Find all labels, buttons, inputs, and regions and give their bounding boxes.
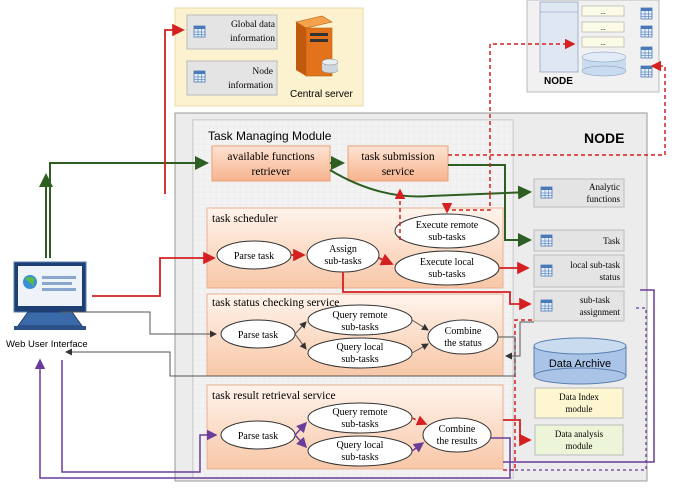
task-table: Task bbox=[533, 229, 625, 252]
local-status-icon bbox=[540, 264, 553, 277]
result-qr-line2: sub-tasks bbox=[341, 419, 378, 430]
task-submission-box bbox=[347, 145, 449, 182]
result-combine bbox=[422, 417, 492, 453]
exec-remote-line2: sub-tasks bbox=[428, 232, 465, 243]
assignment-line1: sub-task bbox=[580, 295, 610, 305]
remote-db-icon bbox=[581, 51, 627, 77]
data-index-line1: Data Index bbox=[559, 392, 599, 402]
task-table-icon bbox=[540, 234, 553, 247]
exec-remote-line1: Execute remote bbox=[416, 220, 479, 231]
remote-node-panel: ... ... ... NODE bbox=[526, 0, 660, 93]
global-data-icon bbox=[193, 25, 206, 38]
task-table-label: Task bbox=[603, 236, 620, 246]
status-qr-line1: Query remote bbox=[332, 310, 388, 321]
data-archive: Data Archive bbox=[533, 337, 627, 385]
remote-table-icon-4 bbox=[640, 65, 653, 78]
data-index-line2: module bbox=[566, 404, 593, 414]
task-submission-line1: task submission bbox=[361, 151, 434, 163]
purple-dashed-connectors bbox=[505, 307, 647, 471]
data-analysis-line1: Data analysis bbox=[555, 429, 604, 439]
purple-connectors bbox=[34, 289, 655, 479]
remote-row-2: ... bbox=[600, 24, 606, 32]
remote-row-1: ... bbox=[600, 8, 606, 16]
scheduler-exec-remote bbox=[394, 213, 500, 249]
node-info-icon bbox=[193, 70, 206, 83]
task-result-title: task result retrieval service bbox=[212, 390, 336, 402]
remote-row-3: ... bbox=[600, 39, 606, 47]
central-server-label: Central server bbox=[290, 89, 353, 100]
node-info-line2: information bbox=[228, 80, 273, 91]
result-combine-line2: the results bbox=[437, 436, 478, 447]
local-status-line1: local sub-task bbox=[570, 260, 620, 270]
local-status-table: local sub-task status bbox=[533, 254, 625, 288]
scheduler-parse-label: Parse task bbox=[234, 251, 274, 262]
status-combine-line1: Combine bbox=[445, 326, 482, 337]
red-dashed-connectors bbox=[394, 38, 666, 471]
available-functions-box bbox=[211, 145, 331, 182]
green-connectors bbox=[39, 156, 532, 258]
node-label: NODE bbox=[584, 130, 624, 146]
analytic-line2: functions bbox=[587, 194, 621, 204]
red-connectors bbox=[92, 23, 532, 447]
result-parse-label: Parse task bbox=[238, 431, 278, 442]
server-icon bbox=[295, 15, 339, 77]
available-functions-line1: available functions bbox=[227, 151, 315, 163]
assignment-icon bbox=[540, 299, 553, 312]
exec-local-line2: sub-tasks bbox=[428, 269, 465, 280]
result-combine-line1: Combine bbox=[439, 424, 476, 435]
result-ql-line2: sub-tasks bbox=[341, 452, 378, 463]
task-scheduler-title: task scheduler bbox=[212, 213, 278, 225]
module-title: Task Managing Module bbox=[208, 129, 332, 143]
node-info-line1: Node bbox=[252, 67, 273, 77]
analytic-line1: Analytic bbox=[589, 182, 620, 192]
local-status-line2: status bbox=[599, 272, 620, 282]
remote-table-icon-1 bbox=[640, 7, 653, 20]
status-parse-label: Parse task bbox=[238, 330, 278, 341]
web-ui-computer-icon bbox=[13, 261, 87, 330]
result-qr-line1: Query remote bbox=[332, 407, 388, 418]
data-index-module bbox=[534, 387, 624, 419]
status-ql-line1: Query local bbox=[337, 342, 384, 353]
analytic-functions-table: Analytic functions bbox=[533, 178, 625, 208]
data-analysis-line2: module bbox=[566, 441, 593, 451]
task-status-title: task status checking service bbox=[212, 297, 339, 309]
scheduler-assign-line2: sub-tasks bbox=[324, 256, 361, 267]
data-analysis-module bbox=[534, 424, 624, 456]
global-data-line1: Global data bbox=[231, 20, 276, 30]
data-archive-label: Data Archive bbox=[549, 358, 611, 370]
task-submission-line2: service bbox=[382, 166, 415, 178]
result-ql-line1: Query local bbox=[337, 440, 384, 451]
analytic-table-icon bbox=[540, 186, 553, 199]
gray-connectors bbox=[60, 311, 534, 377]
status-combine-line2: the status bbox=[444, 338, 482, 349]
global-data-line2: information bbox=[230, 33, 275, 44]
scheduler-assign-line1: Assign bbox=[329, 244, 357, 255]
available-functions-line2: retriever bbox=[252, 166, 291, 178]
status-ql-line2: sub-tasks bbox=[341, 354, 378, 365]
remote-table-icon-2 bbox=[640, 25, 653, 38]
status-qr-line2: sub-tasks bbox=[341, 322, 378, 333]
remote-table-icon-3 bbox=[640, 46, 653, 59]
central-server-panel: Global data information Node information… bbox=[174, 7, 364, 107]
assignment-line2: assignment bbox=[580, 307, 621, 317]
exec-local-line1: Execute local bbox=[420, 257, 474, 268]
web-ui-label: Web User Interface bbox=[6, 339, 88, 350]
remote-node-label: NODE bbox=[544, 76, 573, 87]
assignment-table: sub-task assignment bbox=[533, 290, 625, 322]
